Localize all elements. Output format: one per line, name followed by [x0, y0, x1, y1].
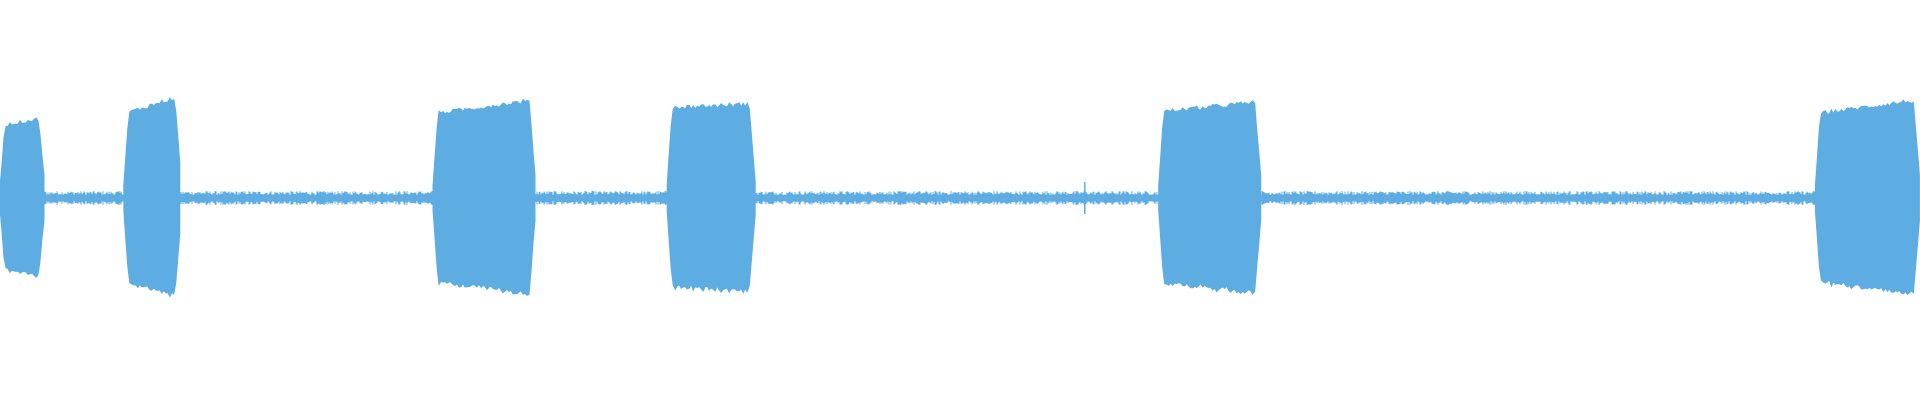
waveform-burst-1	[0, 117, 45, 278]
waveform-layer	[0, 97, 1920, 298]
waveform-burst-5	[1158, 100, 1262, 295]
waveform-burst-4	[666, 102, 756, 294]
waveform-burst-3	[432, 98, 536, 296]
waveform-burst-2	[123, 97, 181, 298]
noise-floor	[0, 191, 1920, 205]
waveform-burst-6	[1814, 99, 1920, 295]
